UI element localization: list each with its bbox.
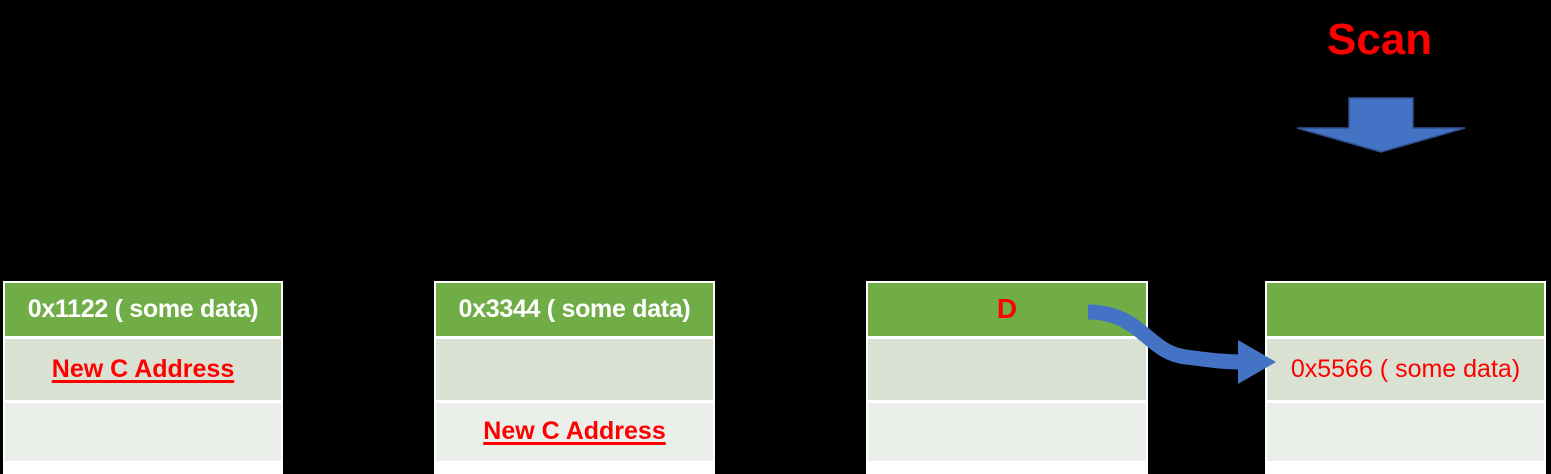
block-2-row-header[interactable]: 0x3344 ( some data): [436, 283, 713, 336]
block-3-row-low[interactable]: [868, 403, 1146, 461]
block-3-header-text: D: [996, 293, 1018, 325]
block-1-header-text: 0x1122 ( some data): [27, 294, 259, 323]
block-1-mid-text: New C Address: [51, 354, 235, 383]
block-1-row-mid[interactable]: New C Address: [5, 339, 281, 400]
block-4-row-low[interactable]: [1267, 403, 1544, 461]
block-2-header-text: 0x3344 ( some data): [458, 294, 691, 323]
memory-block-2[interactable]: 0x3344 ( some data) New C Address: [434, 281, 715, 474]
block-1-row-header[interactable]: 0x1122 ( some data): [5, 283, 281, 336]
curved-redirect-arrow: [1087, 304, 1276, 384]
block-4-mid-text: 0x5566 ( some data): [1290, 354, 1521, 383]
scan-label: Scan: [1327, 15, 1433, 64]
memory-block-4[interactable]: 0x5566 ( some data): [1265, 281, 1546, 474]
block-4-row-mid[interactable]: 0x5566 ( some data): [1267, 339, 1544, 400]
block-1-row-low[interactable]: [5, 403, 281, 461]
block-3-row-mid[interactable]: [868, 339, 1146, 400]
block-2-low-text: New C Address: [483, 417, 666, 446]
block-2-row-mid[interactable]: [436, 339, 713, 400]
memory-block-1[interactable]: 0x1122 ( some data) New C Address: [3, 281, 283, 474]
block-4-row-header[interactable]: [1267, 283, 1544, 336]
block-2-row-low[interactable]: New C Address: [436, 403, 713, 461]
scan-down-arrow: [1296, 97, 1466, 153]
